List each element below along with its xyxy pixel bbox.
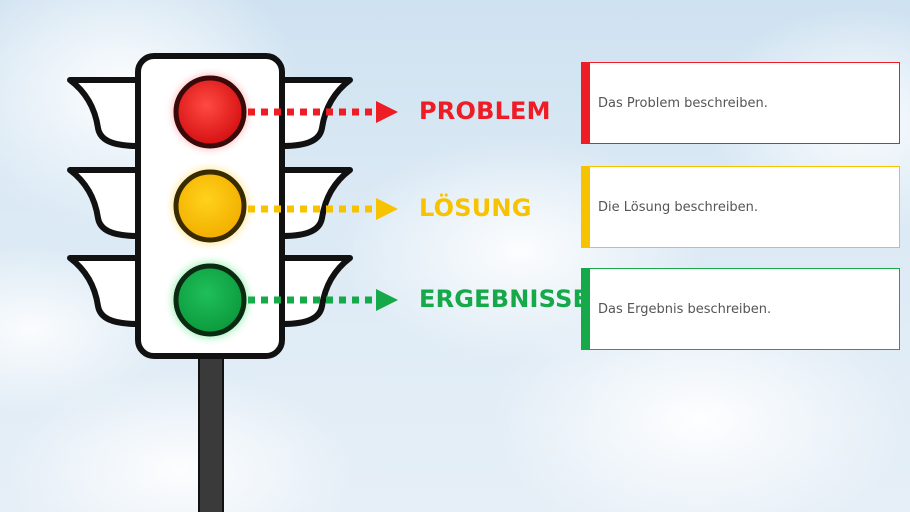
lamp-green: [172, 262, 248, 338]
lamp-red: [173, 75, 247, 149]
label-ergebnisse: ERGEBNISSE: [419, 285, 590, 313]
connector-green: [248, 289, 398, 311]
arrow-red-icon: [376, 101, 398, 123]
visors-left: [67, 77, 141, 327]
description-box-problem: Das Problem beschreiben.: [581, 62, 900, 144]
label-problem: PROBLEM: [419, 97, 551, 125]
description-loesung: Die Lösung beschreiben.: [598, 199, 759, 215]
label-loesung: LÖSUNG: [419, 194, 532, 222]
description-box-loesung: Die Lösung beschreiben.: [581, 166, 900, 248]
connector-yellow: [248, 198, 398, 220]
connector-red: [248, 101, 398, 123]
description-problem: Das Problem beschreiben.: [598, 95, 768, 111]
pole: [198, 357, 224, 512]
arrow-yellow-icon: [376, 198, 398, 220]
visors-right: [279, 77, 353, 327]
description-box-ergebnisse: Das Ergebnis beschreiben.: [581, 268, 900, 350]
arrow-green-icon: [376, 289, 398, 311]
lamp-yellow: [172, 168, 248, 244]
description-ergebnisse: Das Ergebnis beschreiben.: [598, 301, 772, 317]
